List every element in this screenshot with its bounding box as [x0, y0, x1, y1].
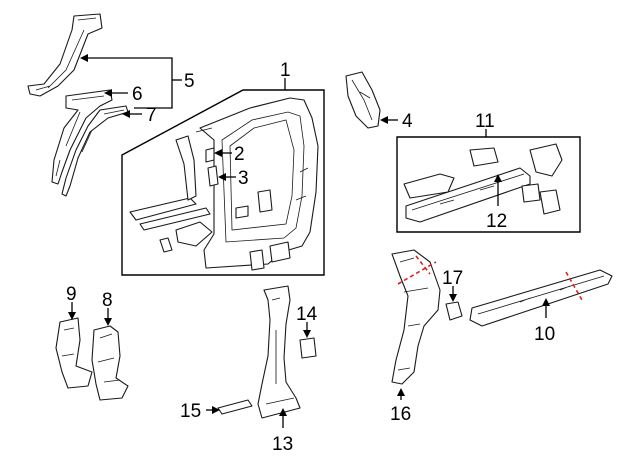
callout-14: 14	[296, 304, 318, 325]
bracket-part-17	[445, 301, 463, 321]
callout-6: 6	[132, 84, 143, 105]
callout-1: 1	[280, 60, 291, 81]
callout-17: 17	[442, 268, 463, 289]
callout-13: 13	[272, 434, 293, 455]
cut-lines	[397, 255, 583, 301]
callout-4: 4	[402, 111, 413, 132]
callout-15: 15	[180, 401, 201, 422]
center-pillar-part-13	[257, 285, 301, 419]
callout-2: 2	[234, 144, 245, 165]
callout-9: 9	[66, 284, 77, 305]
a-pillar-inner-part-6	[51, 89, 113, 185]
rocker-components-part-11	[403, 143, 563, 215]
callout-12: 12	[486, 211, 507, 232]
arrowheads	[68, 54, 550, 416]
rocker-extension-part-10	[469, 269, 613, 327]
callout-labels: 1 2 3 4 5 6 7 8 9 10 11 12 13 14 15 16 1…	[66, 60, 555, 455]
roof-rail-bracket-part-4	[345, 71, 381, 129]
filler-plate-part-15	[217, 399, 253, 415]
rear-pillar-part-16	[391, 249, 441, 385]
bracket-part-14	[299, 337, 317, 359]
part-1-group-box	[121, 89, 325, 276]
callout-11: 11	[475, 111, 495, 132]
callout-8: 8	[102, 290, 113, 311]
callout-10: 10	[534, 324, 555, 345]
side-aperture-panel-part-1	[195, 97, 319, 269]
a-pillar-upper-part-5	[27, 13, 103, 97]
callout-3: 3	[238, 168, 249, 189]
callout-5: 5	[184, 71, 195, 92]
callout-16: 16	[390, 404, 411, 425]
callout-7: 7	[146, 105, 157, 126]
b-pillar-inner-part-8	[91, 325, 129, 401]
b-pillar-lower-part-9	[55, 317, 93, 389]
part-11-group-box	[396, 136, 581, 233]
bracket-part-2	[205, 147, 215, 163]
sill-pieces-part-1	[129, 135, 291, 271]
bracket-part-3	[207, 165, 219, 187]
